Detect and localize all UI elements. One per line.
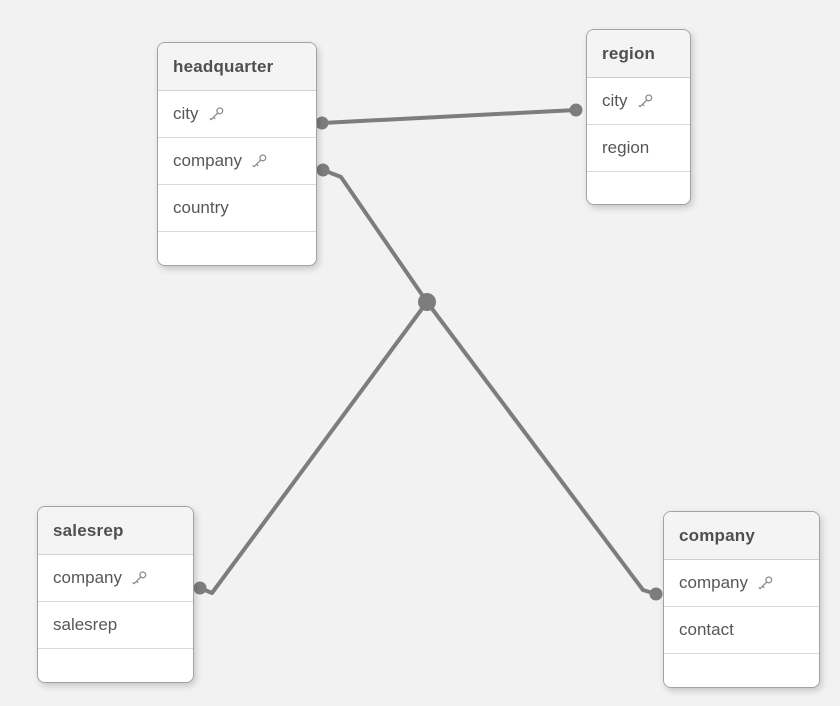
table-region[interactable]: region city region — [586, 29, 691, 205]
table-title: headquarter — [173, 56, 274, 76]
field-row-salesrep-company[interactable]: company — [38, 555, 193, 602]
table-headquarter[interactable]: headquarter city company country — [157, 42, 317, 266]
table-title: company — [679, 525, 756, 545]
empty-row — [587, 172, 690, 204]
association-connector-line — [425, 300, 658, 596]
field-row-headquarter-company[interactable]: company — [158, 138, 316, 185]
table-salesrep[interactable]: salesrep company salesrep — [37, 506, 194, 683]
key-icon — [758, 575, 773, 589]
field-name: company — [173, 151, 242, 170]
connector-junction-dot — [418, 293, 436, 311]
table-title: region — [602, 43, 656, 63]
field-name: salesrep — [53, 615, 118, 634]
table-header-region[interactable]: region — [587, 30, 690, 78]
field-name: region — [602, 138, 650, 157]
table-header-headquarter[interactable]: headquarter — [158, 43, 316, 91]
empty-row — [38, 649, 193, 682]
field-row-headquarter-city[interactable]: city — [158, 91, 316, 138]
key-icon — [132, 570, 147, 584]
field-row-company-contact[interactable]: contact — [664, 607, 819, 654]
association-connector-line — [198, 300, 429, 595]
key-icon — [208, 106, 223, 120]
table-header-salesrep[interactable]: salesrep — [38, 507, 193, 555]
field-row-region-city[interactable]: city — [587, 78, 690, 125]
empty-row — [664, 654, 819, 687]
association-connector-line — [321, 168, 429, 304]
connector-endpoint-dot — [649, 587, 663, 601]
field-name: company — [53, 568, 122, 587]
key-icon — [637, 93, 652, 107]
field-row-company-company[interactable]: company — [664, 560, 819, 607]
field-row-headquarter-country[interactable]: country — [158, 185, 316, 232]
field-name: company — [679, 573, 748, 592]
connector-endpoint-dot — [569, 103, 583, 117]
empty-row — [158, 232, 316, 265]
field-name: country — [173, 198, 229, 217]
table-company[interactable]: company company contact — [663, 511, 820, 688]
connector-endpoint-dot — [315, 116, 329, 130]
association-connector-line — [320, 108, 578, 125]
field-name: contact — [679, 620, 734, 639]
table-header-company[interactable]: company — [664, 512, 819, 560]
field-row-region-region[interactable]: region — [587, 125, 690, 172]
field-name: city — [173, 104, 199, 123]
field-row-salesrep-salesrep[interactable]: salesrep — [38, 602, 193, 649]
key-icon — [252, 153, 267, 167]
table-title: salesrep — [53, 520, 124, 540]
connector-endpoint-dot — [316, 163, 330, 177]
connector-endpoint-dot — [193, 581, 207, 595]
field-name: city — [602, 91, 628, 110]
